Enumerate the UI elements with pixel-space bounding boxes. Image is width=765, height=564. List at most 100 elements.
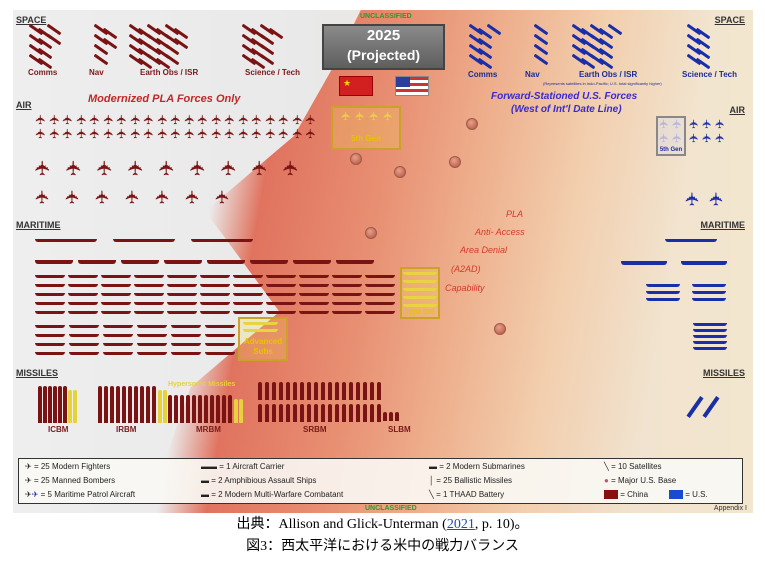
legend-satellite: ╲ = 10 Satellites bbox=[604, 462, 662, 471]
aircraft-icon: ✈ bbox=[86, 128, 102, 139]
amphibious-ship-icon bbox=[207, 260, 245, 264]
aircraft-icon: ✈ bbox=[700, 132, 715, 144]
missile-icon bbox=[158, 390, 162, 423]
submarine-icon bbox=[693, 341, 727, 344]
missile-icon bbox=[258, 404, 262, 422]
missile-icon bbox=[239, 399, 243, 423]
missile-icon bbox=[328, 382, 332, 400]
us-base-icon bbox=[394, 166, 406, 178]
carrier-icon bbox=[191, 239, 253, 242]
classification-top: UNCLASSIFIED bbox=[360, 13, 412, 20]
aircraft-icon: ✈ bbox=[275, 128, 291, 139]
us-5th-gen-box: 5th Gen bbox=[656, 116, 686, 156]
combatant-icon bbox=[233, 311, 263, 314]
legend-carrier: ▬▬ = 1 Aircraft Carrier bbox=[201, 462, 285, 471]
aircraft-icon: ✈ bbox=[154, 128, 170, 139]
amphibious-ship-icon bbox=[621, 261, 667, 265]
amphibious-ship-icon bbox=[250, 260, 288, 264]
aircraft-icon: ✈ bbox=[46, 128, 62, 139]
aircraft-icon: ✈ bbox=[59, 114, 75, 125]
aircraft-icon: ✈ bbox=[100, 114, 116, 125]
combatant-icon bbox=[101, 284, 131, 287]
missile-icon bbox=[48, 386, 52, 423]
aircraft-icon: ✈ bbox=[62, 189, 83, 205]
satellite-group-label: Comms bbox=[468, 70, 498, 79]
submarine-icon bbox=[103, 325, 133, 328]
missile-icon bbox=[38, 386, 42, 423]
missile-icon bbox=[128, 386, 132, 423]
aircraft-icon: ✈ bbox=[221, 114, 237, 125]
type-055-box: Type 055 bbox=[400, 267, 440, 319]
combatant-icon bbox=[200, 275, 230, 278]
missile-icon bbox=[272, 382, 276, 400]
missile-icon bbox=[98, 386, 102, 423]
aircraft-icon: ✈ bbox=[249, 159, 272, 177]
submarine-icon bbox=[693, 323, 727, 326]
satellite-group-label: Earth Obs / ISR bbox=[140, 68, 199, 77]
combatant-icon bbox=[233, 302, 263, 305]
combatant-icon bbox=[68, 302, 98, 305]
missile-icon bbox=[349, 382, 353, 400]
legend-us: = U.S. bbox=[669, 490, 708, 500]
combatant-icon bbox=[403, 288, 437, 291]
aircraft-icon: ✈ bbox=[32, 128, 48, 139]
satellite-group-label: Earth Obs / ISR bbox=[579, 70, 638, 79]
missile-icon bbox=[342, 382, 346, 400]
missile-icon bbox=[389, 412, 393, 421]
submarine-icon bbox=[171, 325, 201, 328]
amphibious-ship-icon bbox=[78, 260, 116, 264]
aircraft-icon: ✈ bbox=[154, 114, 170, 125]
maritime-label-left: MARITIME bbox=[16, 220, 61, 230]
missile-icon bbox=[186, 395, 190, 423]
missile-icon bbox=[140, 386, 144, 423]
satellite-group-label: Nav bbox=[525, 70, 540, 79]
legend-fighter: ✈ = 25 Modern Fighters bbox=[25, 462, 111, 471]
submarine-icon bbox=[205, 325, 235, 328]
appendix-label: Appendix I bbox=[713, 505, 747, 512]
aircraft-icon: ✈ bbox=[152, 189, 173, 205]
combatant-icon bbox=[167, 275, 197, 278]
missile-icon bbox=[314, 404, 318, 422]
submarine-icon bbox=[35, 352, 65, 355]
missile-icon bbox=[180, 395, 184, 423]
carrier-icon bbox=[665, 239, 717, 242]
combatant-icon bbox=[167, 302, 197, 305]
space-label-left: SPACE bbox=[16, 15, 47, 25]
combatant-icon bbox=[365, 275, 395, 278]
missile-icon bbox=[363, 382, 367, 400]
satellite-group-label: Comms bbox=[28, 68, 58, 77]
combatant-icon bbox=[233, 275, 263, 278]
amphibious-ship-icon bbox=[164, 260, 202, 264]
submarine-icon bbox=[69, 334, 99, 337]
missile-icon bbox=[146, 386, 150, 423]
missile-icon bbox=[370, 404, 374, 422]
a2ad-text: Anti- Access bbox=[475, 227, 525, 237]
missile-icon bbox=[204, 395, 208, 423]
submarine-icon bbox=[35, 343, 65, 346]
aircraft-icon: ✈ bbox=[127, 114, 143, 125]
missile-icon bbox=[228, 395, 232, 423]
missile-icon bbox=[342, 404, 346, 422]
missile-icon bbox=[192, 395, 196, 423]
missile-icon bbox=[265, 382, 269, 400]
combatant-icon bbox=[200, 311, 230, 314]
combatant-icon bbox=[35, 293, 65, 296]
citation-link[interactable]: 2021 bbox=[446, 517, 475, 532]
aircraft-icon: ✈ bbox=[302, 114, 318, 125]
missile-icon bbox=[152, 386, 156, 423]
aircraft-icon: ✈ bbox=[181, 114, 197, 125]
aircraft-icon: ✈ bbox=[32, 114, 48, 125]
combatant-icon bbox=[167, 284, 197, 287]
submarine-icon bbox=[205, 334, 235, 337]
us-flag-icon bbox=[395, 76, 429, 96]
aircraft-icon: ✈ bbox=[181, 128, 197, 139]
aircraft-icon: ✈ bbox=[262, 128, 278, 139]
combatant-icon bbox=[692, 291, 726, 294]
aircraft-icon: ✈ bbox=[92, 189, 113, 205]
missile-icon bbox=[300, 382, 304, 400]
caption-source: 出典：Allison and Glick-Unterman (2021, p. … bbox=[236, 517, 529, 532]
combatant-icon bbox=[365, 302, 395, 305]
combatant-icon bbox=[403, 272, 437, 275]
us-base-icon bbox=[466, 118, 478, 130]
missile-icon bbox=[321, 404, 325, 422]
